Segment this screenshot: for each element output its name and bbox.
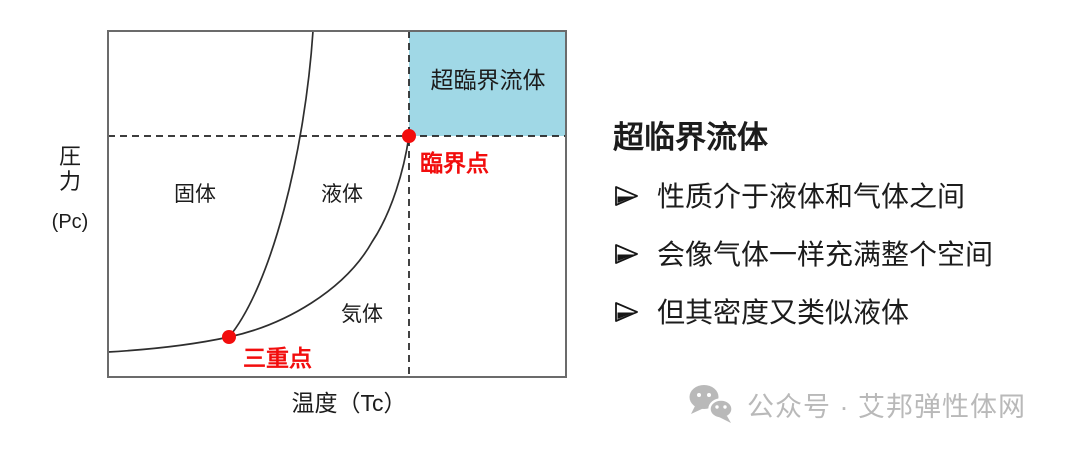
triple-point-dot — [222, 330, 236, 344]
triple-point-label: 三重点 — [243, 345, 312, 371]
arrow-bullet-icon — [615, 244, 638, 265]
panel-title: 超临界流体 — [613, 120, 768, 155]
bullet-list: 性质介于液体和气体之间 会像气体一样充满整个空间 但其密度又类似液体 — [613, 179, 1078, 330]
y-axis-label-char2: 力 — [59, 169, 81, 194]
info-panel: 超临界流体 性质介于液体和气体之间 会像气体一样充满整个空间 — [613, 120, 1078, 353]
y-axis-label-char1: 圧 — [59, 144, 81, 169]
bullet-text: 会像气体一样充满整个空间 — [657, 238, 994, 270]
plot-border — [107, 30, 567, 378]
arrow-bullet-icon — [615, 302, 638, 323]
vaporization-curve — [228, 135, 410, 338]
wechat-icon — [689, 385, 734, 423]
bullet-text: 性质介于液体和气体之间 — [657, 180, 966, 212]
arrow-bullet-icon — [615, 186, 638, 207]
sublimation-curve — [107, 336, 230, 353]
supercritical-region — [409, 31, 566, 136]
phase-diagram: 超臨界流体 固体 液体 気体 臨界点 三重点 圧 力 (Pc) 温度（Tc） — [52, 30, 567, 416]
critical-point-dot — [402, 129, 416, 143]
watermark: 公众号 · 艾邦弹性体网 — [687, 383, 1026, 425]
bullet-item-3: 但其密度又类似液体 — [613, 295, 1078, 330]
supercritical-region-label: 超臨界流体 — [431, 67, 546, 93]
bullet-item-1: 性质介于液体和气体之间 — [613, 179, 1078, 214]
critical-point-label: 臨界点 — [420, 150, 489, 176]
melting-curve — [228, 30, 314, 338]
x-axis-label: 温度（Tc） — [292, 390, 407, 416]
bullet-item-2: 会像气体一样充满整个空间 — [613, 237, 1078, 272]
bullet-text: 但其密度又类似液体 — [657, 296, 910, 328]
gas-region-label: 気体 — [341, 303, 383, 326]
y-axis-sub-label: (Pc) — [52, 211, 89, 233]
liquid-region-label: 液体 — [321, 183, 363, 206]
watermark-text: 公众号 · 艾邦弹性体网 — [747, 391, 1026, 422]
solid-region-label: 固体 — [174, 183, 216, 206]
